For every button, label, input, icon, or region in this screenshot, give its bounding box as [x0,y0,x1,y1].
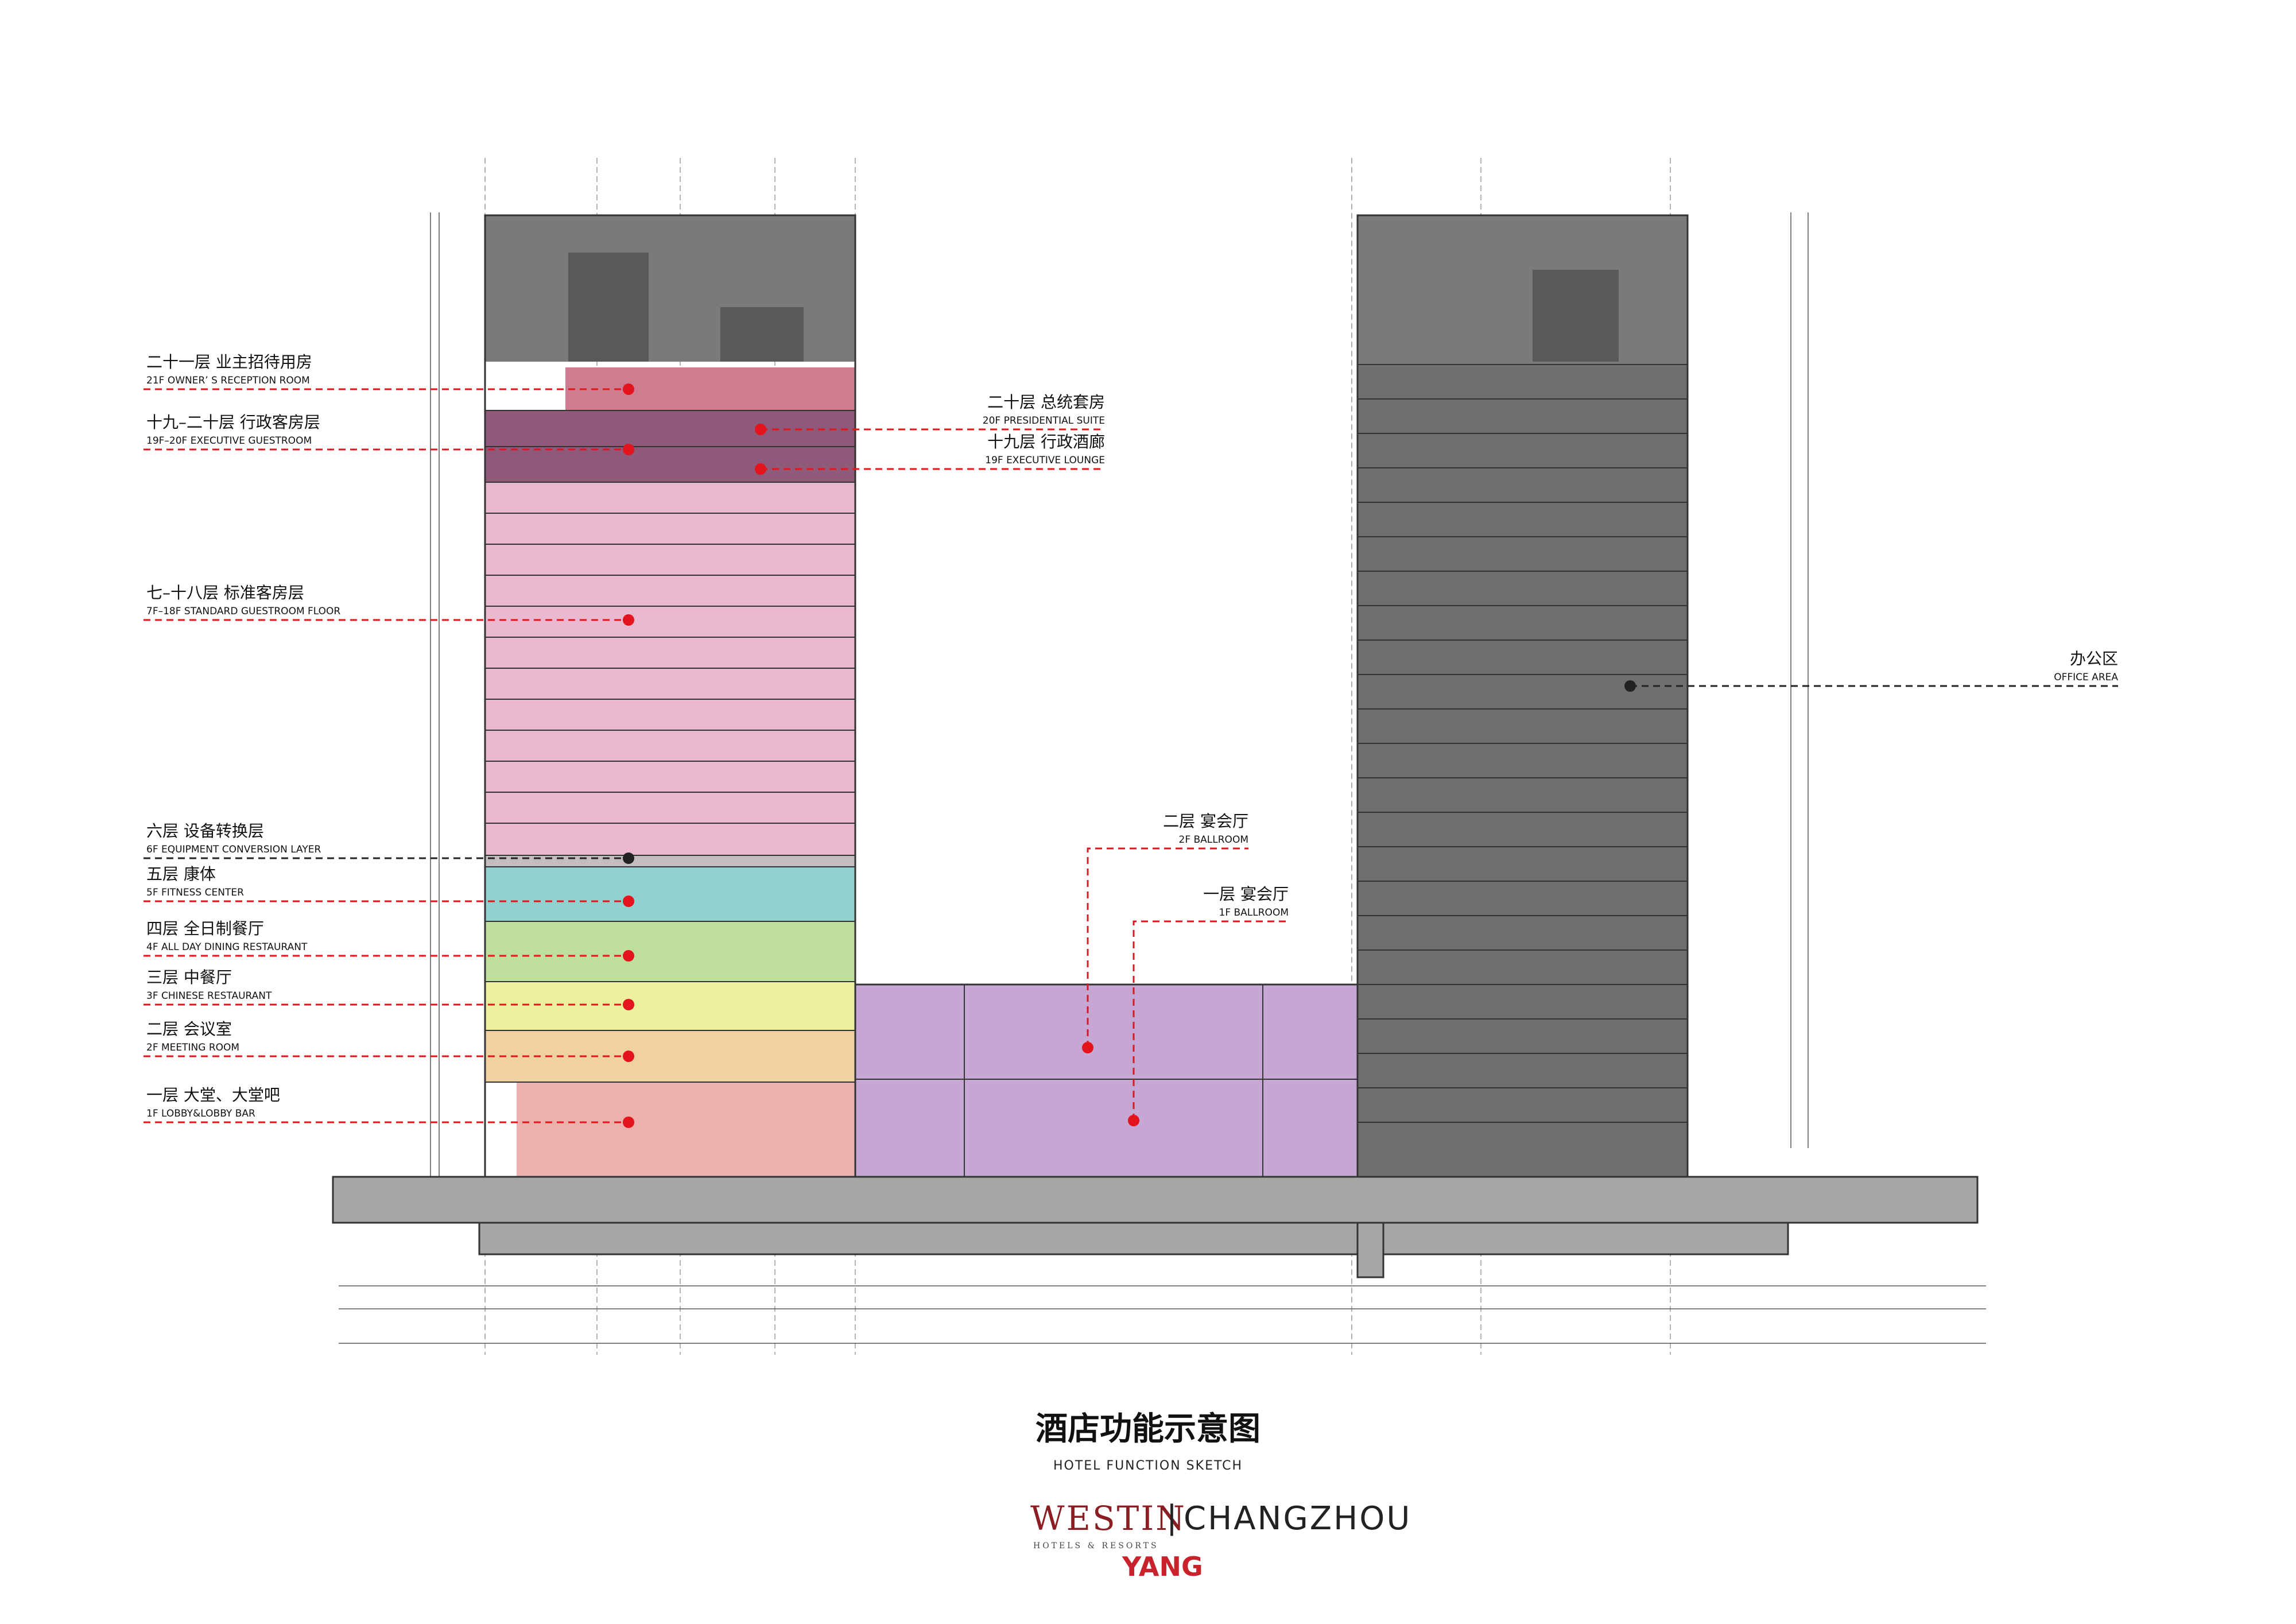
brand-tag: YANG [1122,1551,1203,1582]
label-1f-en: 1F LOBBY&LOBBY BAR [146,1108,255,1119]
label-19f-cn: 十九层 行政酒廊 [987,432,1105,451]
dimension-lines [339,212,1986,1344]
zone-equipment-layer [485,855,855,867]
label-7-18f-cn: 七–十八层 标准客房层 [146,583,304,602]
label-2f-cn: 二层 会议室 [146,1020,232,1038]
office-floor-lines [1358,364,1688,1123]
label-office-cn: 办公区 [2070,649,2118,668]
function-labels-ballroom: 二层 宴会厅 2F BALLROOM 一层 宴会厅 1F BALLROOM [1163,812,1289,918]
function-label-office: 办公区 OFFICE AREA [2054,649,2118,683]
label-19f-en: 19F EXECUTIVE LOUNGE [985,455,1105,466]
label-4f-en: 4F ALL DAY DINING RESTAURANT [146,941,308,953]
label-1f-ballroom-en: 1F BALLROOM [1219,907,1289,918]
title-en: HOTEL FUNCTION SKETCH [1053,1459,1243,1473]
basement [332,1176,1979,1278]
label-6f-cn: 六层 设备转换层 [146,821,264,840]
label-20f-cn: 二十层 总统套房 [987,393,1105,412]
ballroom-podium [854,983,1359,1181]
leader-lines [144,383,2118,1128]
zone-chinese-restaurant [485,982,855,1030]
label-21f-cn: 二十一层 业主招待用房 [146,352,312,371]
label-5f-en: 5F FITNESS CENTER [146,887,244,898]
floor-lines [485,410,855,1083]
label-2f-en: 2F MEETING ROOM [146,1042,239,1053]
zone-lobby [517,1082,855,1180]
function-labels-upper: 二十层 总统套房 20F PRESIDENTIAL SUITE 十九层 行政酒廊… [983,393,1105,466]
label-20f-en: 20F PRESIDENTIAL SUITE [983,415,1105,427]
zone-owner-reception [565,367,855,410]
zone-all-day-dining [485,921,855,982]
brand-name: WESTIN [1030,1499,1186,1538]
label-2f-ballroom-cn: 二层 宴会厅 [1163,812,1248,831]
brand-divider: | [1166,1499,1177,1536]
label-5f-cn: 五层 康体 [146,865,216,883]
label-1f-ballroom-cn: 一层 宴会厅 [1203,885,1289,904]
label-3f-cn: 三层 中餐厅 [146,968,232,987]
brand-logo: WESTIN HOTELS & RESORTS | CHANGZHOU YANG [1030,1499,1411,1582]
label-19-20f-cn: 十九–二十层 行政客房层 [146,413,320,432]
function-labels-left: 二十一层 业主招待用房 21F OWNER’ S RECEPTION ROOM … [146,352,340,1119]
label-2f-ballroom-en: 2F BALLROOM [1179,834,1248,846]
label-office-en: OFFICE AREA [2054,672,2118,683]
label-19-20f-en: 19F–20F EXECUTIVE GUESTROOM [146,435,312,447]
title-cn: 酒店功能示意图 [1035,1410,1261,1448]
sheet-title: 酒店功能示意图 HOTEL FUNCTION SKETCH [1035,1410,1261,1473]
label-21f-en: 21F OWNER’ S RECEPTION ROOM [146,375,310,386]
hotel-tower [484,214,856,1181]
office-tower [1356,214,1689,1181]
label-3f-en: 3F CHINESE RESTAURANT [146,990,272,1002]
label-1f-cn: 一层 大堂、大堂吧 [146,1086,280,1104]
label-7-18f-en: 7F–18F STANDARD GUESTROOM FLOOR [146,606,340,617]
brand-city: CHANGZHOU [1184,1500,1411,1537]
label-6f-en: 6F EQUIPMENT CONVERSION LAYER [146,844,321,855]
label-4f-cn: 四层 全日制餐厅 [146,919,264,938]
zone-ballroom [855,985,1358,1180]
brand-subtitle: HOTELS & RESORTS [1033,1541,1159,1551]
zone-fitness [485,867,855,921]
